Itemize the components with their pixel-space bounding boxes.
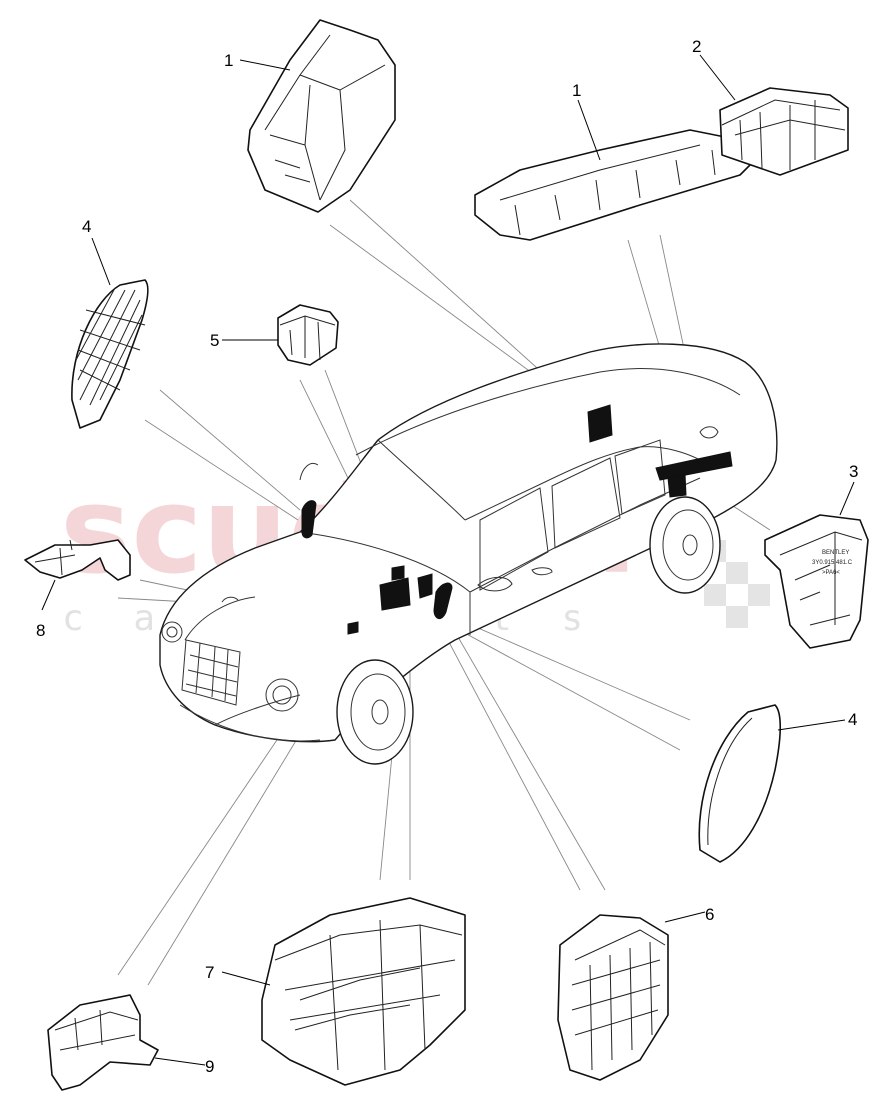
part-8 <box>24 539 131 581</box>
part-9 <box>47 994 159 1091</box>
callout-leaders <box>41 54 855 1066</box>
callout-2: 2 <box>692 37 701 56</box>
callout-7: 7 <box>205 963 214 982</box>
part-4-lower <box>698 704 781 863</box>
callout-3: 3 <box>849 462 858 481</box>
callout-1-upper: 1 <box>224 51 233 70</box>
part-6 <box>557 914 669 1081</box>
location-marker-3 <box>667 473 687 498</box>
part-4-upper <box>71 279 149 429</box>
location-marker-5 <box>391 565 405 581</box>
part-3-label-line-1: BENTLEY <box>822 550 849 556</box>
callouts: 1 1 2 3 4 4 5 6 7 8 9 <box>36 37 858 1076</box>
callout-8: 8 <box>36 621 45 640</box>
callout-4-upper: 4 <box>82 217 91 236</box>
car-illustration <box>159 343 778 765</box>
location-marker-7 <box>379 577 411 611</box>
part-1-lower <box>474 129 756 241</box>
location-marker-6 <box>433 582 453 619</box>
callout-9: 9 <box>205 1057 214 1076</box>
location-marker-8 <box>221 596 239 603</box>
part-3-label-line-3: >PA6< <box>822 570 840 576</box>
part-3-label-line-2: 3Y0.915.481.C <box>812 560 853 566</box>
location-marker-4 <box>301 500 317 539</box>
location-marker-1-rear <box>655 451 733 481</box>
part-7 <box>261 897 466 1086</box>
part-1-upper <box>247 19 396 213</box>
callout-4-lower: 4 <box>848 710 857 729</box>
callout-1-lower: 1 <box>572 81 581 100</box>
part-5 <box>277 304 339 366</box>
location-marker-6b <box>417 573 433 599</box>
location-marker-1 <box>587 404 613 443</box>
part-3: BENTLEY 3Y0.915.481.C >PA6< <box>764 514 869 649</box>
callout-6: 6 <box>705 905 714 924</box>
part-2 <box>719 87 849 176</box>
callout-5: 5 <box>210 331 219 350</box>
location-marker-9 <box>347 621 359 635</box>
